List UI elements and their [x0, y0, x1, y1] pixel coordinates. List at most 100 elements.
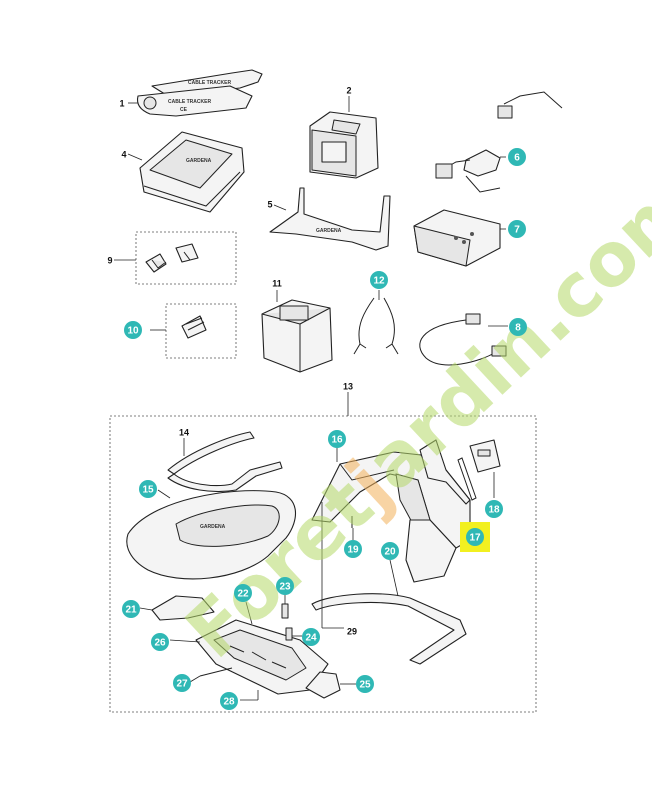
- part-number: 25: [359, 680, 371, 691]
- part-label-19[interactable]: 19: [344, 540, 362, 558]
- part-badge: [485, 500, 503, 518]
- part-number: 11: [272, 279, 282, 289]
- part-number: 28: [223, 697, 235, 708]
- top-seal: [167, 431, 283, 493]
- part-badge: [124, 321, 142, 339]
- part-badge: [370, 271, 388, 289]
- charging-cable: [419, 313, 508, 366]
- part-number: 17: [469, 533, 481, 544]
- part-label-8[interactable]: 8: [509, 318, 527, 336]
- access-cover: [457, 439, 501, 501]
- battery-pack: [261, 290, 333, 373]
- case-brand: GARDENA: [186, 158, 212, 164]
- part-label-4[interactable]: 4: [121, 150, 126, 160]
- power-supply: [435, 91, 563, 193]
- part-label-1[interactable]: 1: [119, 99, 124, 109]
- part-number: 4: [121, 150, 126, 160]
- side-panel: [405, 439, 471, 583]
- part-label-13[interactable]: 13: [343, 382, 353, 392]
- part-badge: [381, 542, 399, 560]
- part-label-24[interactable]: 24: [302, 628, 320, 646]
- part-number: 2: [346, 86, 351, 96]
- part-number: 8: [515, 323, 521, 334]
- part-badge: [122, 600, 140, 618]
- part-number: 26: [154, 638, 166, 649]
- part-number: 10: [127, 326, 139, 337]
- part-label-2[interactable]: 2: [346, 86, 351, 96]
- part-badge: [234, 584, 252, 602]
- pin-23: [281, 594, 289, 619]
- part-badge: [508, 220, 526, 238]
- part-number: 6: [514, 153, 520, 164]
- part-label-6[interactable]: 6: [508, 148, 526, 166]
- part-label-14[interactable]: 14: [179, 428, 189, 438]
- part-label-5[interactable]: 5: [267, 200, 272, 210]
- battery-charger: [309, 96, 379, 179]
- part-label-17[interactable]: 17: [460, 522, 490, 552]
- part-number: 14: [179, 428, 189, 438]
- part-label-29[interactable]: 29: [347, 627, 357, 637]
- front-bracket: [139, 595, 215, 621]
- part-badge: [220, 692, 238, 710]
- part-label-23[interactable]: 23: [276, 577, 294, 595]
- part-number: 29: [347, 627, 357, 637]
- clamp-tool: [353, 290, 399, 355]
- part-number: 23: [279, 582, 291, 593]
- part-label-12[interactable]: 12: [370, 271, 388, 289]
- part-number: 24: [305, 633, 317, 644]
- part-label-21[interactable]: 21: [122, 600, 140, 618]
- group-boundary: [109, 415, 537, 713]
- part-label-15[interactable]: 15: [139, 480, 157, 498]
- part-badge: [344, 540, 362, 558]
- part-label-25[interactable]: 25: [356, 675, 374, 693]
- part-badge: [509, 318, 527, 336]
- spring-24: [285, 627, 302, 641]
- part-number: 20: [384, 547, 396, 558]
- part-label-27[interactable]: 27: [173, 674, 191, 692]
- part-label-28[interactable]: 28: [220, 692, 238, 710]
- part-number: 22: [237, 589, 249, 600]
- part-badge: [173, 674, 191, 692]
- wall-holder: GARDENA: [269, 187, 391, 251]
- rod-27: [189, 667, 233, 683]
- part-label-9[interactable]: 9: [107, 256, 112, 266]
- smart-gateway: [413, 209, 506, 267]
- part-label-22[interactable]: 22: [234, 584, 252, 602]
- part-label-11[interactable]: 11: [272, 279, 282, 289]
- part-number: 7: [514, 225, 520, 236]
- part-number: 12: [373, 276, 385, 287]
- part-label-7[interactable]: 7: [508, 220, 526, 238]
- part-badge: [466, 528, 484, 546]
- top-cover: GARDENA: [126, 489, 297, 580]
- bumper: [311, 559, 467, 665]
- cable-tracker-label: CABLE TRACKER: [168, 99, 211, 105]
- part-number: 15: [142, 485, 154, 496]
- part-label-26[interactable]: 26: [151, 633, 169, 651]
- part-badge: [328, 430, 346, 448]
- part-badge: [139, 480, 157, 498]
- part-badge: [508, 148, 526, 166]
- part-label-20[interactable]: 20: [381, 542, 399, 560]
- part-number: 5: [267, 200, 272, 210]
- storage-case: GARDENA: [127, 131, 245, 213]
- part-number: 1: [119, 99, 124, 109]
- holder-brand: GARDENA: [316, 228, 342, 234]
- cover-brand: GARDENA: [200, 524, 226, 530]
- part-badge: [151, 633, 169, 651]
- part-number: 19: [347, 545, 359, 556]
- part-badge: [302, 628, 320, 646]
- part-label-10[interactable]: 10: [124, 321, 142, 339]
- part-number: 9: [107, 256, 112, 266]
- part-label-16[interactable]: 16: [328, 430, 346, 448]
- cable-clips: [150, 303, 237, 359]
- part-label-18[interactable]: 18: [485, 500, 503, 518]
- part-number: 27: [176, 679, 188, 690]
- ce-mark: CE: [180, 107, 188, 113]
- screw-19: [351, 516, 354, 540]
- part-number: 21: [125, 605, 137, 616]
- cable-tracker-label-top: CABLE TRACKER: [188, 80, 231, 86]
- cable-tracker: CABLE TRACKER CE CABLE TRACKER: [128, 69, 263, 117]
- part-number: 16: [331, 435, 343, 446]
